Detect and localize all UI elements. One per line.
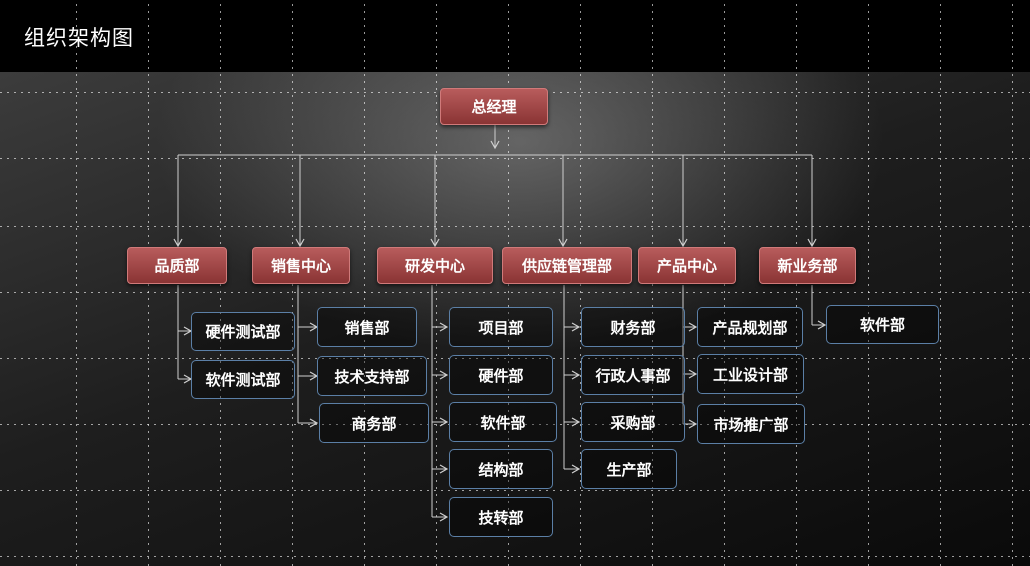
grid-line xyxy=(1012,0,1013,566)
sub-dept-box: 项目部 xyxy=(449,307,553,347)
dept-product-center: 产品中心 xyxy=(638,247,736,284)
grid-line xyxy=(0,292,1030,293)
dept-new-business: 新业务部 xyxy=(759,247,856,284)
sub-dept-box: 商务部 xyxy=(319,403,429,443)
sub-dept-box: 财务部 xyxy=(581,307,685,347)
page-title: 组织架构图 xyxy=(24,26,134,50)
sub-dept-box: 工业设计部 xyxy=(697,354,804,394)
dept-quality: 品质部 xyxy=(127,247,227,284)
sub-dept-box: 硬件部 xyxy=(449,355,553,395)
grid-line xyxy=(940,0,941,566)
sub-dept-box: 销售部 xyxy=(317,307,417,347)
grid-line xyxy=(0,490,1030,491)
grid-line xyxy=(868,0,869,566)
grid-line xyxy=(0,158,1030,159)
sub-dept-box: 结构部 xyxy=(449,449,553,489)
root-node: 总经理 xyxy=(440,88,548,125)
sub-dept-box: 软件部 xyxy=(449,402,557,442)
grid-line xyxy=(0,556,1030,557)
sub-dept-box: 采购部 xyxy=(581,402,685,442)
dept-rd-center: 研发中心 xyxy=(377,247,493,284)
sub-dept-box: 行政人事部 xyxy=(581,355,685,395)
sub-dept-box: 软件部 xyxy=(826,305,939,344)
sub-dept-box: 生产部 xyxy=(581,449,677,489)
sub-dept-box: 技术支持部 xyxy=(317,356,427,396)
sub-dept-box: 技转部 xyxy=(449,497,553,537)
grid-line xyxy=(0,424,1030,425)
grid-line xyxy=(76,0,77,566)
grid-line xyxy=(364,0,365,566)
grid-line xyxy=(0,358,1030,359)
background-building-photo xyxy=(0,72,1030,566)
sub-dept-box: 硬件测试部 xyxy=(191,312,295,351)
sub-dept-box: 市场推广部 xyxy=(697,404,805,444)
dept-sales-center: 销售中心 xyxy=(252,247,350,284)
dept-supply-chain: 供应链管理部 xyxy=(502,247,632,284)
sub-dept-box: 软件测试部 xyxy=(191,360,295,399)
grid-line xyxy=(0,226,1030,227)
sub-dept-box: 产品规划部 xyxy=(697,307,803,347)
